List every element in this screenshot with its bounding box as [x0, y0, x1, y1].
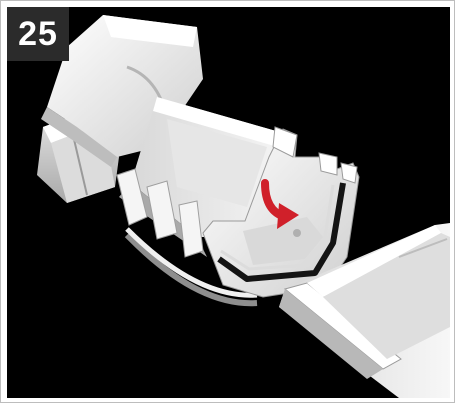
step-number-badge: 25 — [7, 7, 69, 61]
gutter-assembly-drawing — [7, 7, 450, 398]
illustration: 25 — [7, 7, 450, 398]
